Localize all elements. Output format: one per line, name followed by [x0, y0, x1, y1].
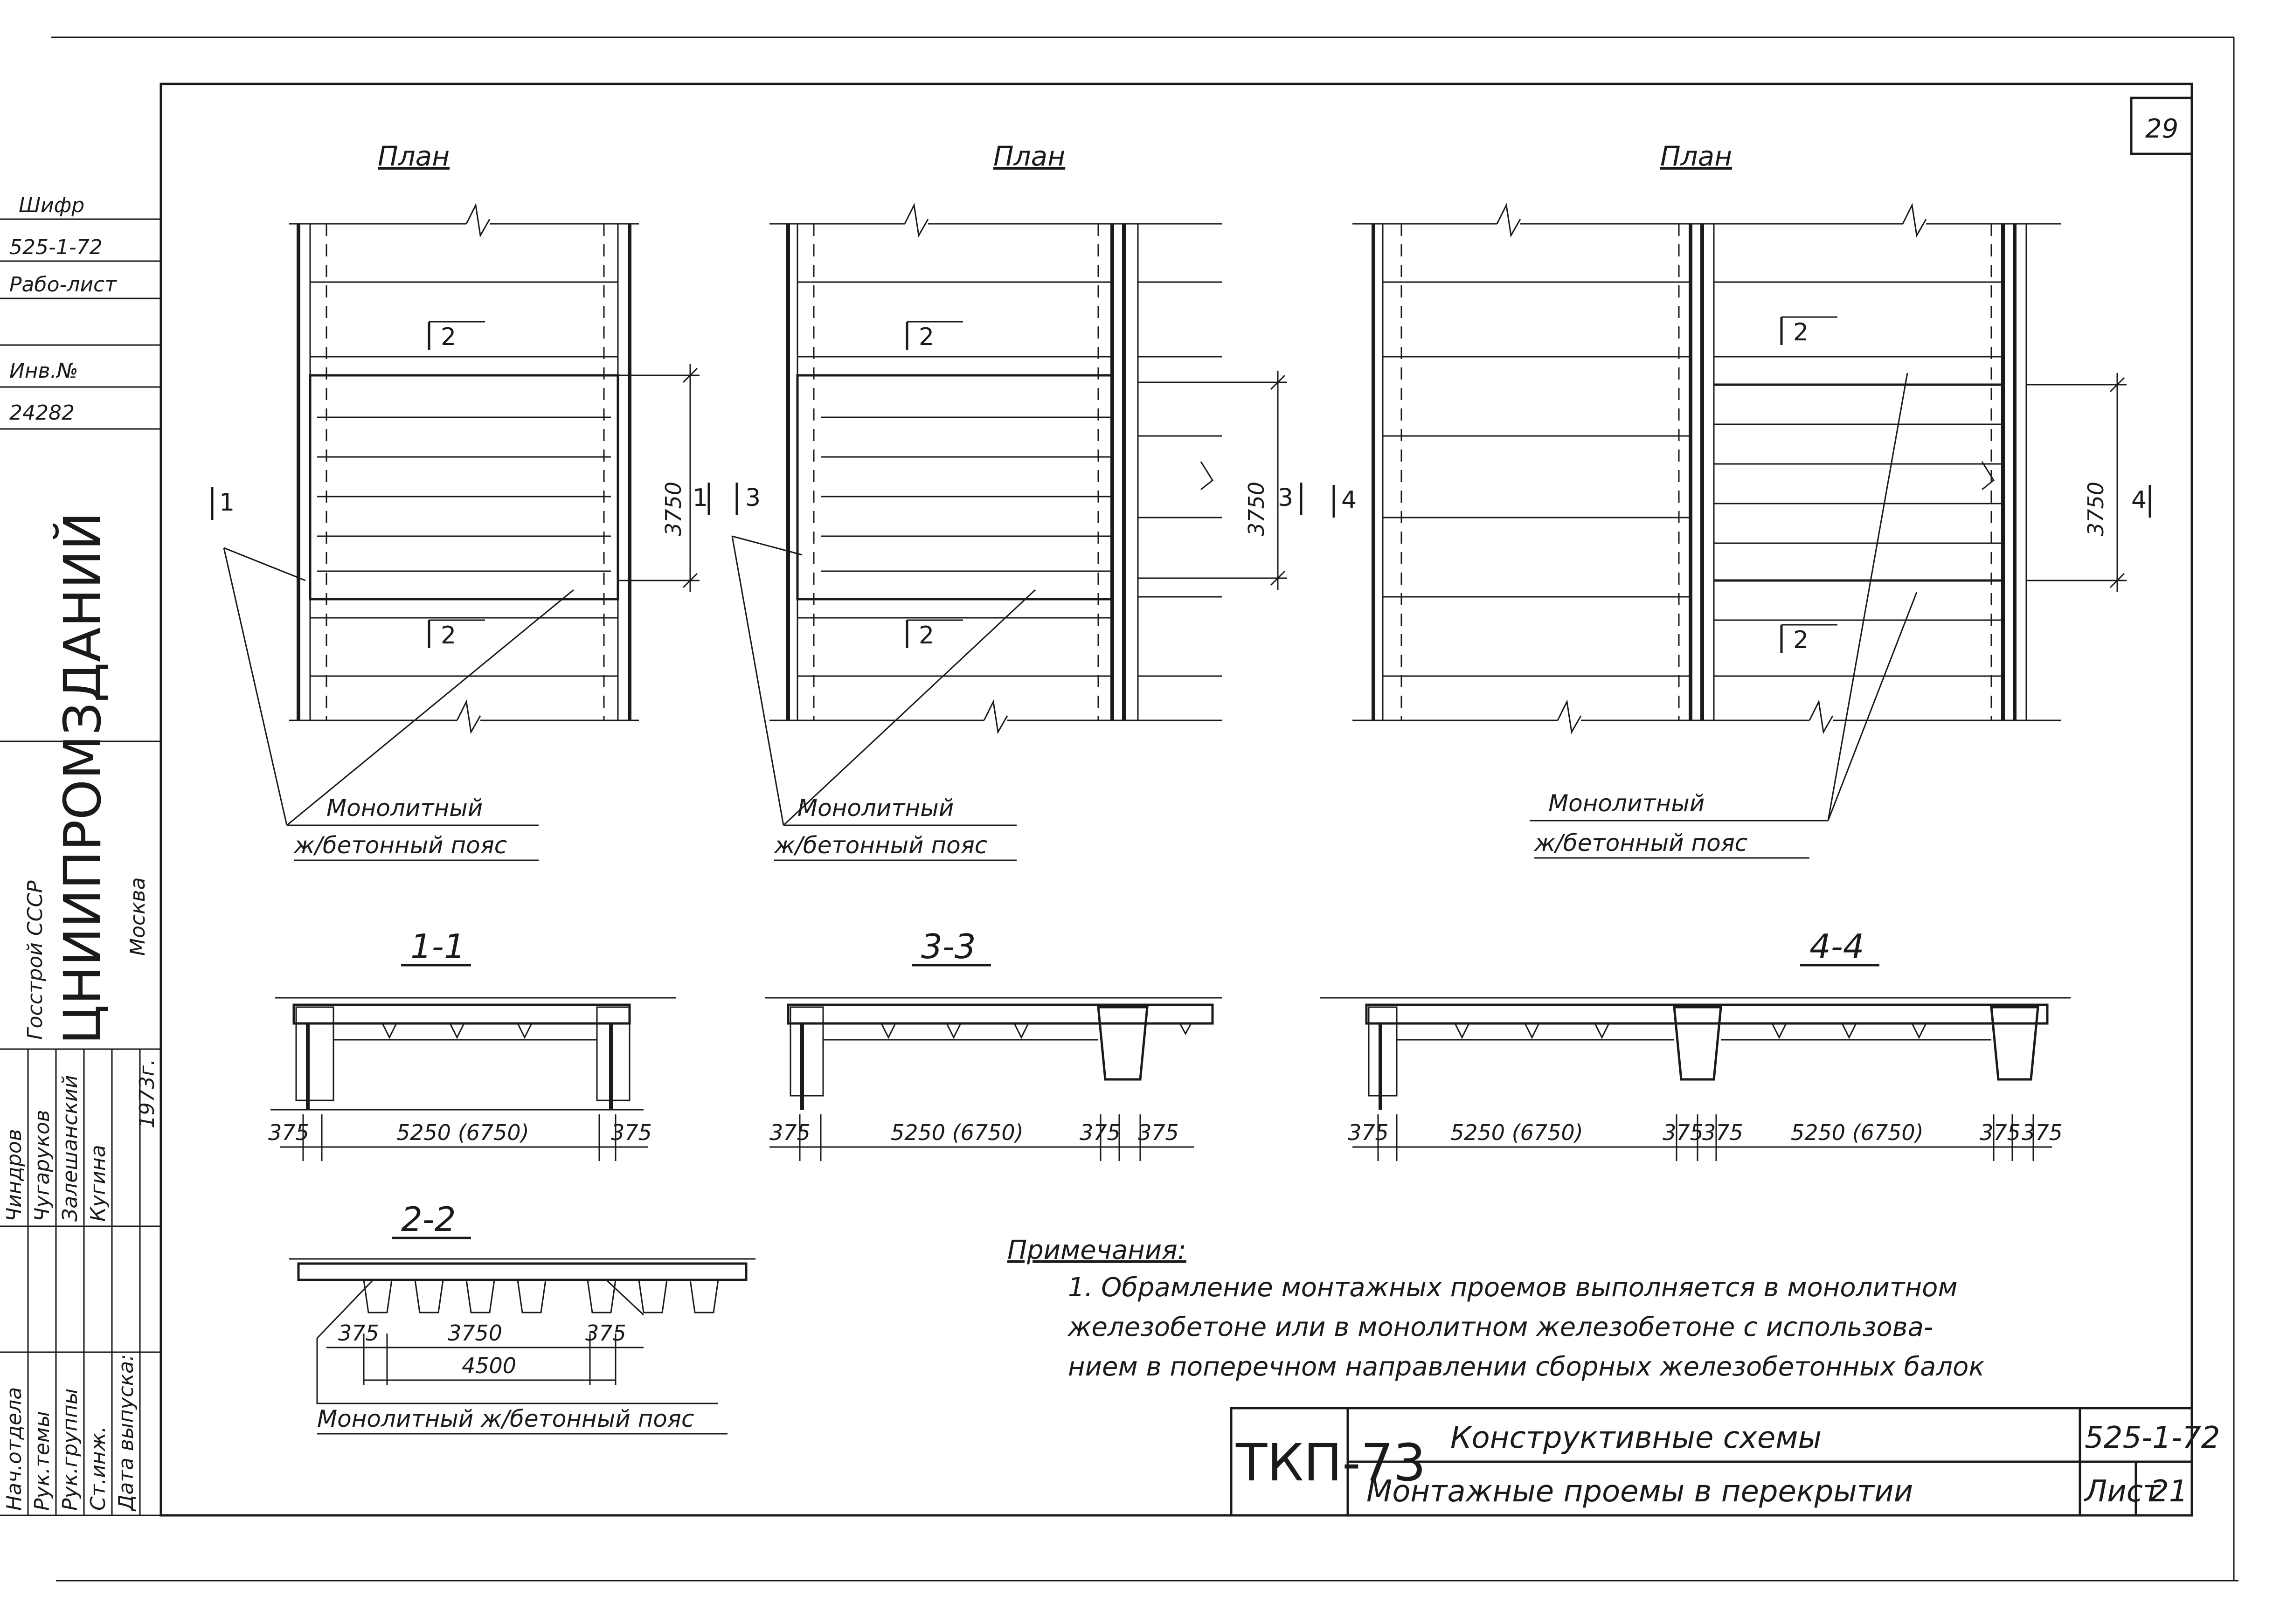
section-4-4-dim-4: 375 [1702, 1120, 1743, 1145]
section-4-4-dim-3: 375 [1663, 1120, 1704, 1145]
section-2-2-caption: Монолитный ж/бетонный пояс [317, 1405, 694, 1432]
inv-number: 24282 [9, 401, 75, 425]
plan-2-mark-sec3-left: 3 [745, 484, 761, 512]
plan-3-mark-sec2-bottom: 2 [1793, 626, 1809, 654]
section-2-2: 2-2 375 3750 375 4500 Монолитный ж/бетон… [289, 1200, 755, 1435]
cipher-sheet: Рабо-лист [9, 273, 117, 297]
section-1-1-title: 1-1 [410, 927, 465, 966]
section-4-4-dim-7: 375 [2022, 1120, 2063, 1145]
title-block-sheet-no: 21 [2150, 1474, 2188, 1509]
drawing-frame [159, 83, 2193, 1517]
plan-1-callout-line2: ж/бетонный пояс [293, 832, 507, 859]
plan-1: План 3750 1 2 [211, 140, 700, 861]
plan-2-dim: 3750 [1244, 482, 1269, 536]
section-1-1-dim-left: 375 [268, 1120, 309, 1145]
plan-2-mark-sec2-bottom: 2 [919, 622, 934, 650]
section-2-2-dim-4: 4500 [462, 1353, 516, 1378]
plan-2: План 3750 [693, 140, 1303, 861]
role-3: Рук.группы [58, 1389, 82, 1511]
title-block-code: ТКП-73 [1235, 1433, 1426, 1493]
plan-3-mark-sec2-top: 2 [1793, 318, 1809, 346]
name-3: Залешанский [58, 1075, 82, 1222]
section-2-2-dim-2: 3750 [448, 1320, 502, 1346]
section-3-3-dim-1: 375 [769, 1120, 811, 1145]
section-4-4: 4-4 375 5250 (6750) 375 375 5250 (6750) … [1320, 927, 2071, 1161]
plan-1-mark-sec1: 1 [219, 489, 235, 517]
plan-3-mark-sec4-left: 4 [1341, 486, 1357, 514]
section-2-2-dim-1: 375 [338, 1320, 379, 1346]
plan-3: План [1332, 140, 2151, 859]
section-3-3: 3-3 375 5250 (6750) 375 375 [765, 927, 1222, 1161]
cipher-value: 525-1-72 [9, 235, 103, 259]
org-name: ЦНИИПРОМЗДАНИЙ [52, 512, 112, 1044]
title-block-title-1: Конструктивные схемы [1450, 1421, 1822, 1455]
section-4-4-dim-2: 5250 (6750) [1450, 1120, 1583, 1145]
plan-2-title: План [993, 140, 1065, 172]
section-2-2-title: 2-2 [401, 1200, 456, 1239]
org-city: Москва [126, 877, 150, 956]
plan-1-dim: 3750 [661, 482, 686, 536]
plan-1-callout-line1: Монолитный [326, 795, 483, 822]
role-2: Рук.темы [30, 1411, 54, 1511]
section-4-4-dim-1: 375 [1348, 1120, 1389, 1145]
section-3-3-dim-2: 5250 (6750) [891, 1120, 1024, 1145]
name-1: Чиндров [2, 1129, 26, 1222]
title-block: ТКП-73 Конструктивные схемы Монтажные пр… [1230, 1407, 2220, 1517]
notes-line-3: нием в поперечном направлении сборных же… [1068, 1352, 1984, 1382]
section-4-4-title: 4-4 [1809, 927, 1864, 966]
name-4: Кугина [86, 1145, 110, 1222]
org-ministry: Госстрой СССР [23, 880, 47, 1040]
plan-2-mark-sec2-top: 2 [919, 323, 934, 351]
plan-1-mark-sec2-top: 2 [441, 323, 456, 351]
plan-3-dim: 3750 [2083, 482, 2108, 536]
plan-1-title: План [378, 140, 450, 172]
plan-2-mark-sec3-right: 3 [1278, 484, 1293, 512]
section-4-4-dim-6: 375 [1980, 1120, 2021, 1145]
name-2: Чугаруков [30, 1110, 54, 1222]
cipher-label: Шифр [19, 193, 84, 217]
section-3-3-dim-4: 375 [1138, 1120, 1179, 1145]
notes-line-2: железобетоне или в монолитном железобето… [1067, 1312, 1933, 1342]
plan-2-mark-sec1: 1 [693, 484, 708, 512]
notes-heading: Примечания: [1007, 1235, 1186, 1265]
section-3-3-dim-3: 375 [1080, 1120, 1121, 1145]
notes-line-1: 1. Обрамление монтажных проемов выполняе… [1068, 1272, 1958, 1303]
notes: Примечания: 1. Обрамление монтажных прое… [1007, 1235, 1984, 1382]
sheet-number-box: 29 [2130, 97, 2193, 155]
section-4-4-dim-5: 5250 (6750) [1791, 1120, 1924, 1145]
title-block-sheet-label: Лист [2084, 1474, 2161, 1509]
title-block-title-2: Монтажные проемы в перекрытии [1366, 1474, 1913, 1509]
title-block-series: 525-1-72 [2085, 1421, 2220, 1455]
plan-2-callout-line2: ж/бетонный пояс [774, 832, 987, 859]
section-3-3-title: 3-3 [921, 927, 976, 966]
plan-2-callout-line1: Монолитный [797, 795, 954, 822]
section-2-2-dim-3: 375 [585, 1320, 626, 1346]
section-1-1: 1-1 375 5250 (6750) 375 [268, 927, 676, 1161]
section-1-1-dim-right: 375 [611, 1120, 652, 1145]
inv-label: Инв.№ [9, 359, 78, 383]
plan-3-mark-sec4-right: 4 [2131, 486, 2147, 514]
role-1: Нач.отдела [2, 1387, 26, 1511]
plan-3-title: План [1660, 140, 1732, 172]
role-4: Ст.инж. [86, 1426, 110, 1511]
left-stamp: Шифр 525-1-72 Рабо-лист Инв.№ 24282 Госс… [0, 193, 161, 1516]
sheet-number: 29 [2145, 114, 2178, 144]
plan-1-mark-sec2-bottom: 2 [441, 622, 456, 650]
role-5: Дата выпуска: [114, 1354, 138, 1512]
name-5: 1973г. [135, 1059, 159, 1128]
plan-3-callout-line2: ж/бетонный пояс [1534, 829, 1747, 857]
plan-3-callout-line1: Монолитный [1548, 790, 1705, 817]
section-1-1-dim-span: 5250 (6750) [396, 1120, 529, 1145]
